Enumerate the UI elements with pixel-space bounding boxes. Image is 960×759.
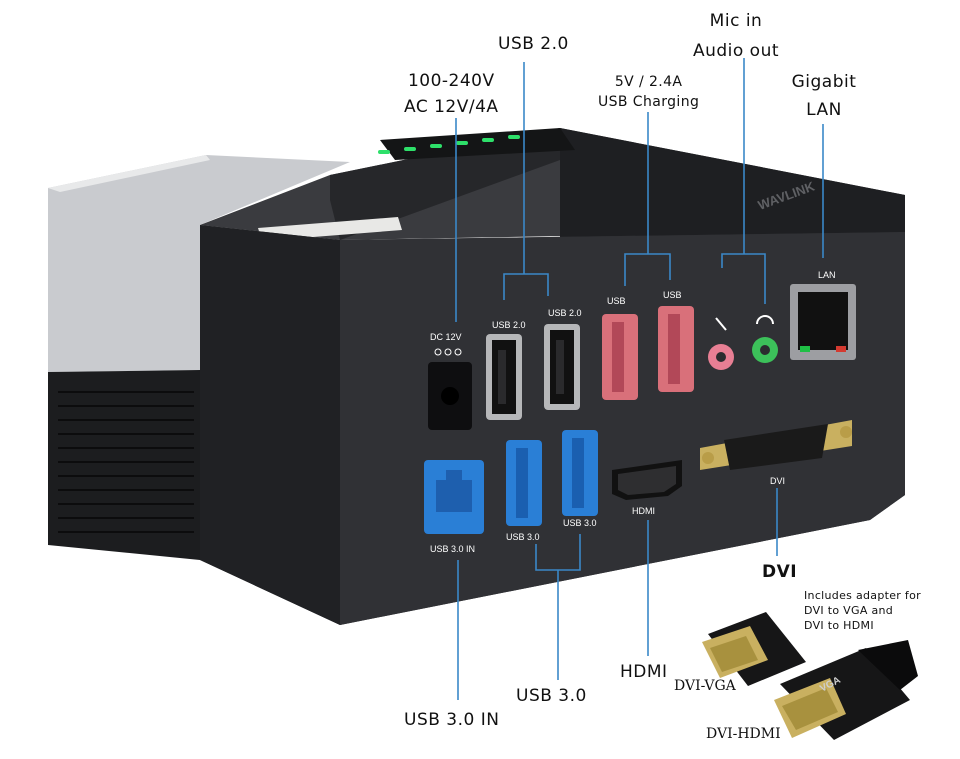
lan-callout-line-2: LAN bbox=[806, 100, 842, 120]
adapter-note: Includes adapter for DVI to VGA and DVI … bbox=[804, 588, 944, 633]
audio-callout-line-2: Audio out bbox=[692, 41, 780, 61]
dvi-hdmi-label: DVI-HDMI bbox=[706, 726, 781, 742]
device-left-module bbox=[48, 155, 350, 560]
audio-out-jack bbox=[752, 315, 778, 363]
usb-3-port-1: USB 3.0 bbox=[506, 440, 542, 542]
product-sticker bbox=[258, 217, 402, 241]
lan-port-label: LAN bbox=[818, 270, 836, 280]
lan-callout-line-1: Gigabit bbox=[791, 72, 857, 92]
usb2-callout: USB 2.0 bbox=[498, 34, 569, 54]
usb3-callout: USB 3.0 bbox=[516, 686, 587, 706]
usb-charging-port-1: USB bbox=[602, 296, 638, 400]
usb-3-port-2-label: USB 3.0 bbox=[563, 518, 597, 528]
audio-callout-line-1: Mic in bbox=[709, 11, 763, 31]
dvi-hdmi-adapter: VGA bbox=[774, 640, 918, 740]
usb-3-port-2: USB 3.0 bbox=[562, 430, 598, 528]
charging-callout-line-2: USB Charging bbox=[598, 94, 700, 110]
charging-callout: 5V / 2.4A USB Charging bbox=[598, 72, 699, 112]
hdmi-port-label: HDMI bbox=[632, 506, 655, 516]
callout-lines bbox=[455, 58, 824, 700]
dvi-callout: DVI bbox=[762, 562, 798, 582]
adapter-note-line-2: DVI to VGA and bbox=[804, 604, 894, 617]
usb-charging-port-2-label: USB bbox=[663, 290, 682, 300]
audio-callout: Mic in Audio out bbox=[684, 6, 788, 66]
dvi-port: DVI bbox=[700, 420, 852, 486]
power-callout-line-2: AC 12V/4A bbox=[404, 97, 499, 117]
usb-2-port-1-label: USB 2.0 bbox=[492, 320, 526, 330]
lan-port: LAN bbox=[790, 270, 856, 360]
mic-jack bbox=[708, 317, 734, 370]
hdmi-callout: HDMI bbox=[620, 662, 668, 682]
dvi-vga-adapter bbox=[702, 612, 806, 686]
usb-3-in-label: USB 3.0 IN bbox=[430, 544, 475, 554]
usb-3-port-1-label: USB 3.0 bbox=[506, 532, 540, 542]
usb-3-in-port: USB 3.0 IN bbox=[424, 460, 484, 554]
adapter-note-line-1: Includes adapter for bbox=[804, 589, 921, 602]
dc-power-jack: DC 12V bbox=[428, 332, 472, 430]
hdmi-port: HDMI bbox=[612, 460, 682, 516]
usb-2-port-2: USB 2.0 bbox=[544, 308, 582, 410]
dvi-port-label: DVI bbox=[770, 476, 785, 486]
lan-callout: Gigabit LAN bbox=[786, 68, 862, 124]
led-indicator-strip bbox=[378, 135, 520, 154]
usb-2-port-1: USB 2.0 bbox=[486, 320, 526, 420]
charging-callout-line-1: 5V / 2.4A bbox=[614, 74, 683, 90]
adapter-note-line-3: DVI to HDMI bbox=[804, 619, 874, 632]
usb3in-callout: USB 3.0 IN bbox=[404, 710, 500, 730]
power-callout-line-1: 100-240V bbox=[407, 71, 495, 91]
power-callout: 100-240V AC 12V/4A bbox=[404, 68, 499, 120]
dvi-vga-label: DVI-VGA bbox=[674, 678, 736, 694]
usb-charging-port-2: USB bbox=[658, 290, 694, 392]
dc-port-label: DC 12V bbox=[430, 332, 462, 342]
device-top-surface bbox=[200, 128, 905, 255]
usb-2-port-2-label: USB 2.0 bbox=[548, 308, 582, 318]
usb-charging-port-1-label: USB bbox=[607, 296, 626, 306]
